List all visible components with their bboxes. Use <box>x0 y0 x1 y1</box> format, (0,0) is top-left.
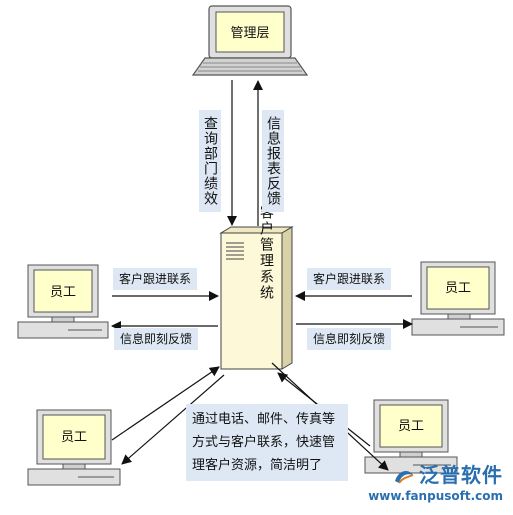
crm-server: 客户管理系统 <box>219 204 294 370</box>
follow-up-label-right: 客户跟进联系 <box>307 268 392 290</box>
employee-label: 员工 <box>61 430 87 445</box>
manager-label: 管理层 <box>230 26 269 41</box>
manager-laptop: 管理层 <box>191 5 309 76</box>
arrow-bottom-left-to-server <box>111 366 220 441</box>
watermark-url: www.fanpusoft.com <box>368 489 503 503</box>
watermark-name: 泛普软件 <box>419 463 503 487</box>
server-label: 客户管理系统 <box>258 204 274 301</box>
watermark: 泛普软件 www.fanpusoft.com <box>368 459 503 503</box>
feedback-label-left: 信息即刻反馈 <box>114 328 199 350</box>
brand-logo-icon <box>395 470 414 484</box>
contact-method-note: 通过电话、邮件、传真等方式与客户联系，快速管理客户资源，简洁明了 <box>186 404 348 481</box>
report-feedback-label: 信息报表反馈 <box>262 110 284 212</box>
employee-label: 员工 <box>398 419 424 434</box>
employee-label: 员工 <box>50 285 76 300</box>
employee-computer-left-bottom: 员工 <box>27 409 121 486</box>
query-performance-label: 查询部门绩效 <box>199 110 221 212</box>
follow-up-label-left: 客户跟进联系 <box>113 268 198 290</box>
employee-label: 员工 <box>445 281 471 296</box>
arrow-server-to-bottom-left <box>121 374 225 465</box>
employee-computer-right-top: 员工 <box>411 261 505 336</box>
employee-computer-left-top: 员工 <box>17 264 109 339</box>
feedback-label-right: 信息即刻反馈 <box>307 328 392 350</box>
